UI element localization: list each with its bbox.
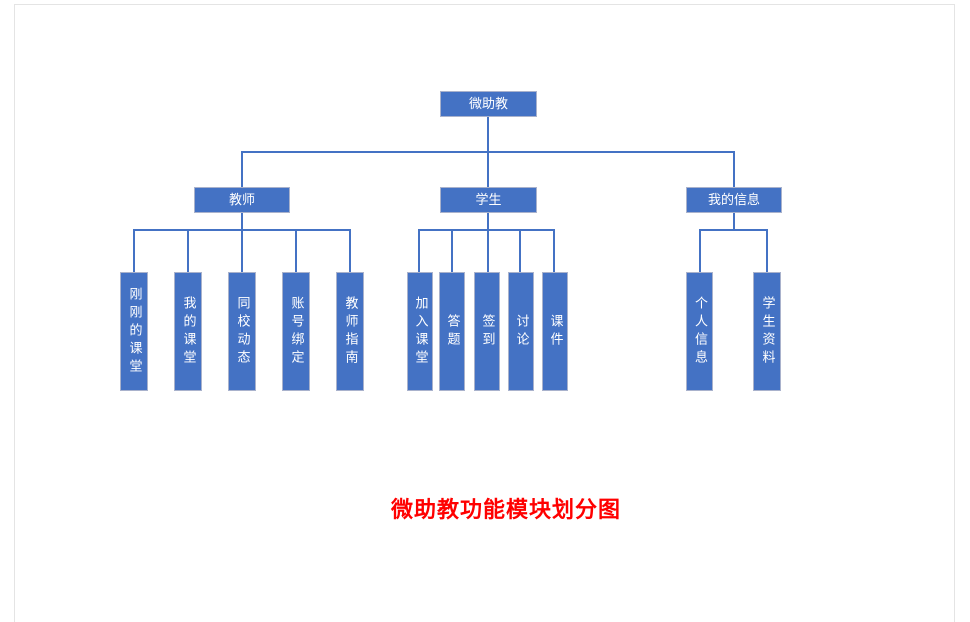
connector-line	[133, 229, 135, 272]
connector-line	[133, 229, 351, 231]
node-recent-class: 刚刚的课堂	[120, 272, 148, 391]
node-root: 微助教	[440, 91, 537, 117]
connector-line	[187, 229, 189, 272]
node-student-label: 学生	[475, 192, 502, 208]
connector-line	[418, 229, 420, 272]
node-courseware: 课件	[542, 272, 568, 391]
connector-line	[519, 229, 521, 272]
node-school-feed-label: 同校动态	[234, 295, 250, 368]
connector-line	[241, 213, 243, 272]
connector-line	[766, 229, 768, 272]
node-personal-info: 个人信息	[686, 272, 713, 391]
connector-line	[241, 151, 243, 187]
node-my-class: 我的课堂	[174, 272, 202, 391]
node-root-label: 微助教	[468, 96, 508, 112]
node-courseware-label: 课件	[547, 313, 563, 350]
node-answer-questions-label: 答题	[444, 313, 460, 350]
node-student-profile: 学生资料	[753, 272, 781, 391]
node-discussion: 讨论	[508, 272, 534, 391]
node-student-profile-label: 学生资料	[759, 295, 775, 368]
diagram-caption: 微助教功能模块划分图	[390, 498, 622, 523]
node-teacher-guide-label: 教师指南	[342, 295, 358, 368]
node-account-binding: 账号绑定	[282, 272, 310, 391]
node-discussion-label: 讨论	[513, 313, 529, 350]
connector-line	[553, 229, 555, 272]
connector-line	[295, 229, 297, 272]
connector-line	[349, 229, 351, 272]
connector-line	[487, 213, 489, 272]
node-my-info-label: 我的信息	[707, 192, 760, 208]
connector-line	[451, 229, 453, 272]
connector-line	[733, 213, 735, 230]
node-teacher-guide: 教师指南	[336, 272, 364, 391]
connector-line	[418, 229, 555, 231]
connector-line	[699, 229, 701, 272]
node-school-feed: 同校动态	[228, 272, 256, 391]
node-my-info: 我的信息	[686, 187, 782, 213]
node-account-binding-label: 账号绑定	[288, 295, 304, 368]
connector-line	[733, 151, 735, 187]
node-answer-questions: 答题	[439, 272, 465, 391]
node-check-in: 签到	[474, 272, 500, 391]
node-recent-class-label: 刚刚的课堂	[126, 286, 142, 377]
node-teacher-label: 教师	[228, 192, 255, 208]
node-check-in-label: 签到	[479, 313, 495, 350]
connector-line	[699, 229, 768, 231]
node-personal-info-label: 个人信息	[692, 295, 707, 368]
node-teacher: 教师	[194, 187, 290, 213]
node-my-class-label: 我的课堂	[180, 295, 196, 368]
connector-line	[241, 151, 735, 153]
document-page-border	[14, 4, 955, 622]
node-join-class: 加入课堂	[407, 272, 433, 391]
node-join-class-label: 加入课堂	[412, 295, 428, 368]
node-student: 学生	[440, 187, 537, 213]
